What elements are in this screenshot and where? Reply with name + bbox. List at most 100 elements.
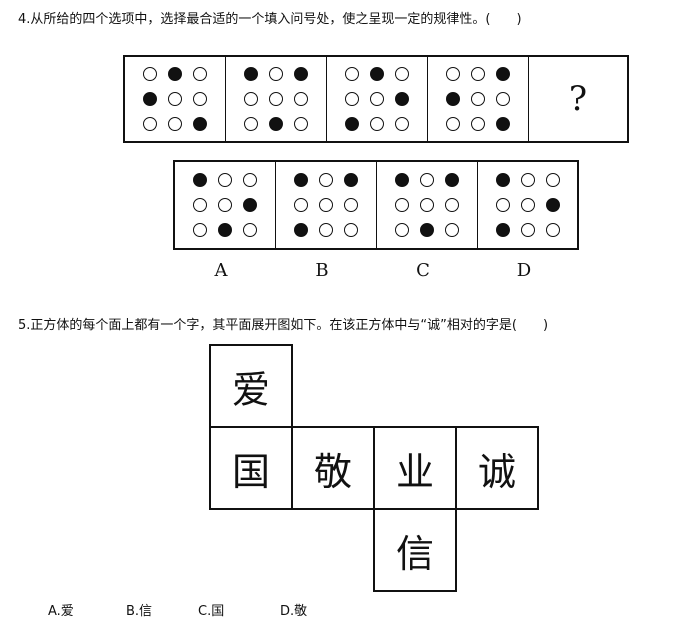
option-d-dot-empty bbox=[520, 173, 535, 187]
sequence-dot-empty bbox=[193, 92, 207, 106]
option-a-dot-filled bbox=[243, 198, 257, 212]
sequence-dot-empty bbox=[345, 92, 359, 106]
sequence-dot-empty bbox=[446, 67, 460, 81]
sequence-cell-3 bbox=[327, 57, 428, 141]
sequence-dot-filled bbox=[294, 67, 308, 81]
option-c-dot-filled bbox=[420, 223, 434, 237]
option-b-dot-empty bbox=[319, 198, 333, 212]
option-b-dot-empty bbox=[344, 223, 358, 237]
cube-face-top: 爱 bbox=[209, 344, 293, 428]
option-c-dot-empty bbox=[445, 223, 459, 237]
question-mark: ? bbox=[568, 79, 588, 119]
option-c-dot-empty bbox=[395, 198, 409, 212]
sequence-cell-4 bbox=[428, 57, 529, 141]
sequence-dot-filled bbox=[193, 117, 207, 131]
cube-face-1: 国 bbox=[209, 426, 293, 510]
option-a-label: A bbox=[214, 260, 228, 281]
option-c-label: C bbox=[416, 260, 430, 281]
question-4-text: 4.从所给的四个选项中，选择最合适的一个填入问号处，使之呈现一定的规律性。( ) bbox=[18, 12, 522, 27]
option-b-dot-empty bbox=[319, 223, 333, 237]
option-b-dot-filled bbox=[294, 223, 308, 237]
option-d-dot-filled bbox=[495, 223, 510, 237]
option-d-dot-empty bbox=[520, 198, 535, 212]
option-a-dot-filled bbox=[193, 173, 207, 187]
sequence-dot-empty bbox=[370, 117, 384, 131]
option-c-dot-empty bbox=[445, 198, 459, 212]
sequence-dot-empty bbox=[294, 92, 308, 106]
options-grid bbox=[173, 160, 579, 250]
sequence-dot-empty bbox=[395, 67, 409, 81]
option-b-label: B bbox=[315, 260, 329, 281]
sequence-dot-empty bbox=[471, 67, 485, 81]
option-b-dot-empty bbox=[344, 198, 358, 212]
sequence-dot-filled bbox=[446, 92, 460, 106]
sequence-dot-filled bbox=[168, 67, 182, 81]
option-d-dot-empty bbox=[545, 223, 560, 237]
option-b-dot-filled bbox=[294, 173, 308, 187]
sequence-dot-filled bbox=[269, 117, 283, 131]
option-a-cell bbox=[175, 162, 276, 248]
option-d-dot-empty bbox=[520, 223, 535, 237]
sequence-cell-1 bbox=[125, 57, 226, 141]
answer-a: A.爱 bbox=[48, 604, 74, 619]
sequence-dot-filled bbox=[143, 92, 157, 106]
sequence-dot-empty bbox=[193, 67, 207, 81]
option-c-dot-empty bbox=[420, 173, 434, 187]
sequence-dot-empty bbox=[244, 117, 258, 131]
option-b-cell bbox=[276, 162, 377, 248]
question-5-text: 5.正方体的每个面上都有一个字，其平面展开图如下。在该正方体中与“诚”相对的字是… bbox=[18, 318, 549, 333]
sequence-dot-filled bbox=[370, 67, 384, 81]
option-a-dot-empty bbox=[193, 223, 207, 237]
option-a-dot-empty bbox=[243, 223, 257, 237]
sequence-dot-empty bbox=[471, 92, 485, 106]
option-c-dot-filled bbox=[395, 173, 409, 187]
question-cell: ? bbox=[529, 57, 627, 141]
sequence-dot-empty bbox=[269, 92, 283, 106]
option-a-dot-empty bbox=[218, 198, 232, 212]
sequence-cell-2 bbox=[226, 57, 327, 141]
sequence-dot-filled bbox=[496, 67, 510, 81]
answer-c: C.国 bbox=[198, 604, 225, 619]
cube-face-4: 诚 bbox=[455, 426, 539, 510]
sequence-dot-filled bbox=[395, 92, 409, 106]
option-d-dot-empty bbox=[545, 173, 560, 187]
sequence-dot-empty bbox=[269, 67, 283, 81]
sequence-dot-empty bbox=[471, 117, 485, 131]
sequence-dot-filled bbox=[345, 117, 359, 131]
sequence-dot-empty bbox=[345, 67, 359, 81]
option-d-dot-filled bbox=[545, 198, 560, 212]
sequence-grid: ? bbox=[123, 55, 629, 143]
answer-b: B.信 bbox=[126, 604, 153, 619]
option-d-dot-filled bbox=[495, 173, 510, 187]
sequence-dot-empty bbox=[395, 117, 409, 131]
sequence-dot-empty bbox=[294, 117, 308, 131]
option-b-dot-filled bbox=[344, 173, 358, 187]
option-a-dot-empty bbox=[243, 173, 257, 187]
option-d-label: D bbox=[516, 260, 532, 281]
sequence-dot-empty bbox=[143, 117, 157, 131]
option-a-dot-empty bbox=[218, 173, 232, 187]
sequence-dot-empty bbox=[143, 67, 157, 81]
sequence-dot-empty bbox=[168, 92, 182, 106]
cube-face-3: 业 bbox=[373, 426, 457, 510]
sequence-dot-empty bbox=[244, 92, 258, 106]
option-a-dot-empty bbox=[193, 198, 207, 212]
option-b-dot-empty bbox=[319, 173, 333, 187]
answer-d: D.敬 bbox=[280, 604, 308, 619]
option-d-dot-empty bbox=[495, 198, 510, 212]
cube-face-bottom: 信 bbox=[373, 508, 457, 592]
option-c-cell bbox=[377, 162, 478, 248]
option-c-dot-filled bbox=[445, 173, 459, 187]
sequence-dot-filled bbox=[496, 117, 510, 131]
sequence-dot-empty bbox=[446, 117, 460, 131]
sequence-dot-empty bbox=[168, 117, 182, 131]
cube-face-2: 敬 bbox=[291, 426, 375, 510]
sequence-dot-empty bbox=[370, 92, 384, 106]
option-d-cell bbox=[478, 162, 577, 248]
option-c-dot-empty bbox=[395, 223, 409, 237]
sequence-dot-filled bbox=[244, 67, 258, 81]
option-a-dot-filled bbox=[218, 223, 232, 237]
option-c-dot-empty bbox=[420, 198, 434, 212]
sequence-dot-empty bbox=[496, 92, 510, 106]
option-b-dot-empty bbox=[294, 198, 308, 212]
